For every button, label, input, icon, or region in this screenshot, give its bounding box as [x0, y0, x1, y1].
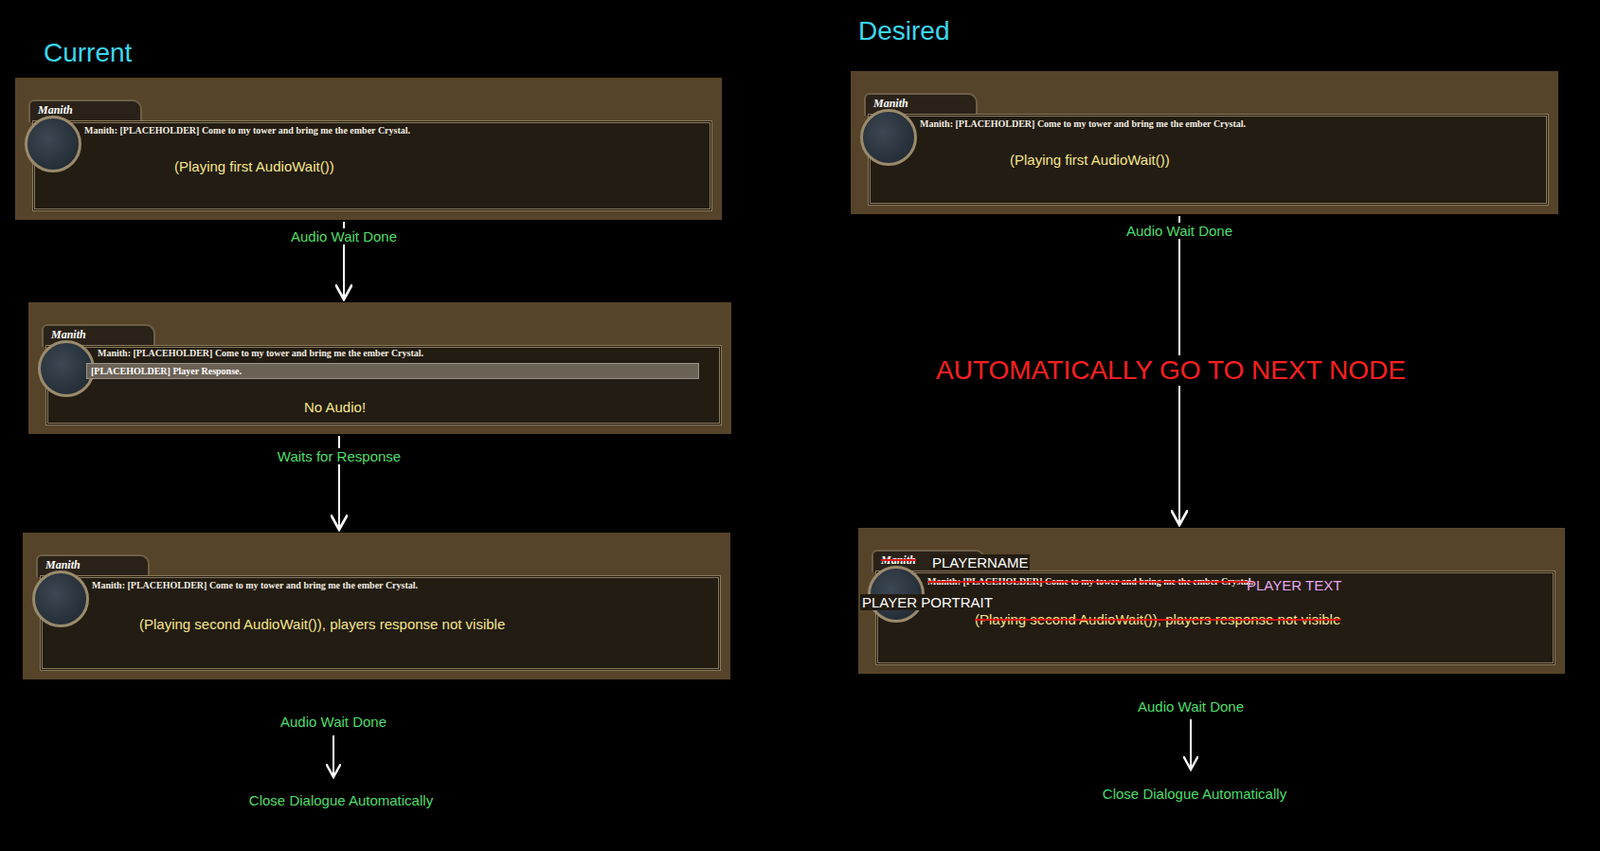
pname-text: PLAYERNAME: [930, 554, 1030, 571]
emphasis-note: AUTOMATICALLY GO TO NEXT NODE: [933, 355, 1409, 386]
portrait-circle: [32, 570, 90, 628]
dialogue-panel: ManithManith: [PLACEHOLDER] Come to my t…: [22, 532, 731, 680]
flow-note: Audio Wait Done: [277, 713, 390, 730]
main-text: Manith: [PLACEHOLDER] Come to my tower a…: [97, 347, 424, 359]
tab-text: Manith: [51, 327, 87, 342]
dialogue-panel: Manith PLAYERNAME Manith: [PLACEHOLDER] Co…: [858, 527, 1565, 674]
section-heading: Desired: [855, 16, 953, 47]
section-heading: Current: [40, 37, 135, 69]
flow-arrow: [1189, 719, 1192, 770]
response-bar: [PLACEHOLDER] Player Response.: [86, 362, 700, 379]
tab-text: Manith: [45, 557, 81, 573]
grey-text: [PLACEHOLDER] Player Response.: [90, 365, 242, 377]
portrait-circle: [24, 115, 82, 173]
dialogue-panel: ManithManith: [PLACEHOLDER] Come to my t…: [28, 302, 732, 434]
tab-text: Manith: [37, 103, 73, 118]
main-text: Manith: [PLACEHOLDER] Come to my tower a…: [84, 125, 411, 136]
flow-note: Close Dialogue Automatically: [1099, 785, 1290, 802]
portrait-circle: [860, 108, 917, 166]
note-text: (Playing first AudioWait()): [1009, 151, 1170, 168]
main-text: Manith: [PLACEHOLDER] Come to my tower a…: [927, 575, 1254, 587]
edge-label: Waits for Response: [274, 448, 404, 465]
note-text: (Playing second AudioWait()), players re…: [974, 611, 1341, 628]
dialogue-panel: ManithManith: [PLACEHOLDER] Come to my t…: [15, 77, 722, 220]
main-text: Manith: [PLACEHOLDER] Come to my tower a…: [919, 118, 1246, 129]
edge-label: Audio Wait Done: [287, 228, 400, 245]
ptext-text: PLAYER TEXT: [1246, 576, 1342, 594]
pname-text: PLAYER PORTRAIT: [860, 593, 995, 611]
flow-note: Audio Wait Done: [1134, 698, 1247, 715]
note-text: (Playing first AudioWait()): [174, 158, 335, 175]
note-text: No Audio!: [304, 398, 366, 415]
main-text: Manith: [PLACEHOLDER] Come to my tower a…: [91, 579, 418, 591]
tab-text: Manith: [880, 553, 917, 568]
tab-text: Manith: [873, 96, 909, 111]
flow-note: Close Dialogue Automatically: [246, 791, 436, 809]
note-text: (Playing second AudioWait()), players re…: [139, 615, 505, 632]
flow-arrow: [332, 735, 335, 777]
dialogue-panel: ManithManith: [PLACEHOLDER] Come to my t…: [850, 71, 1559, 215]
edge-label: Audio Wait Done: [1123, 222, 1236, 239]
